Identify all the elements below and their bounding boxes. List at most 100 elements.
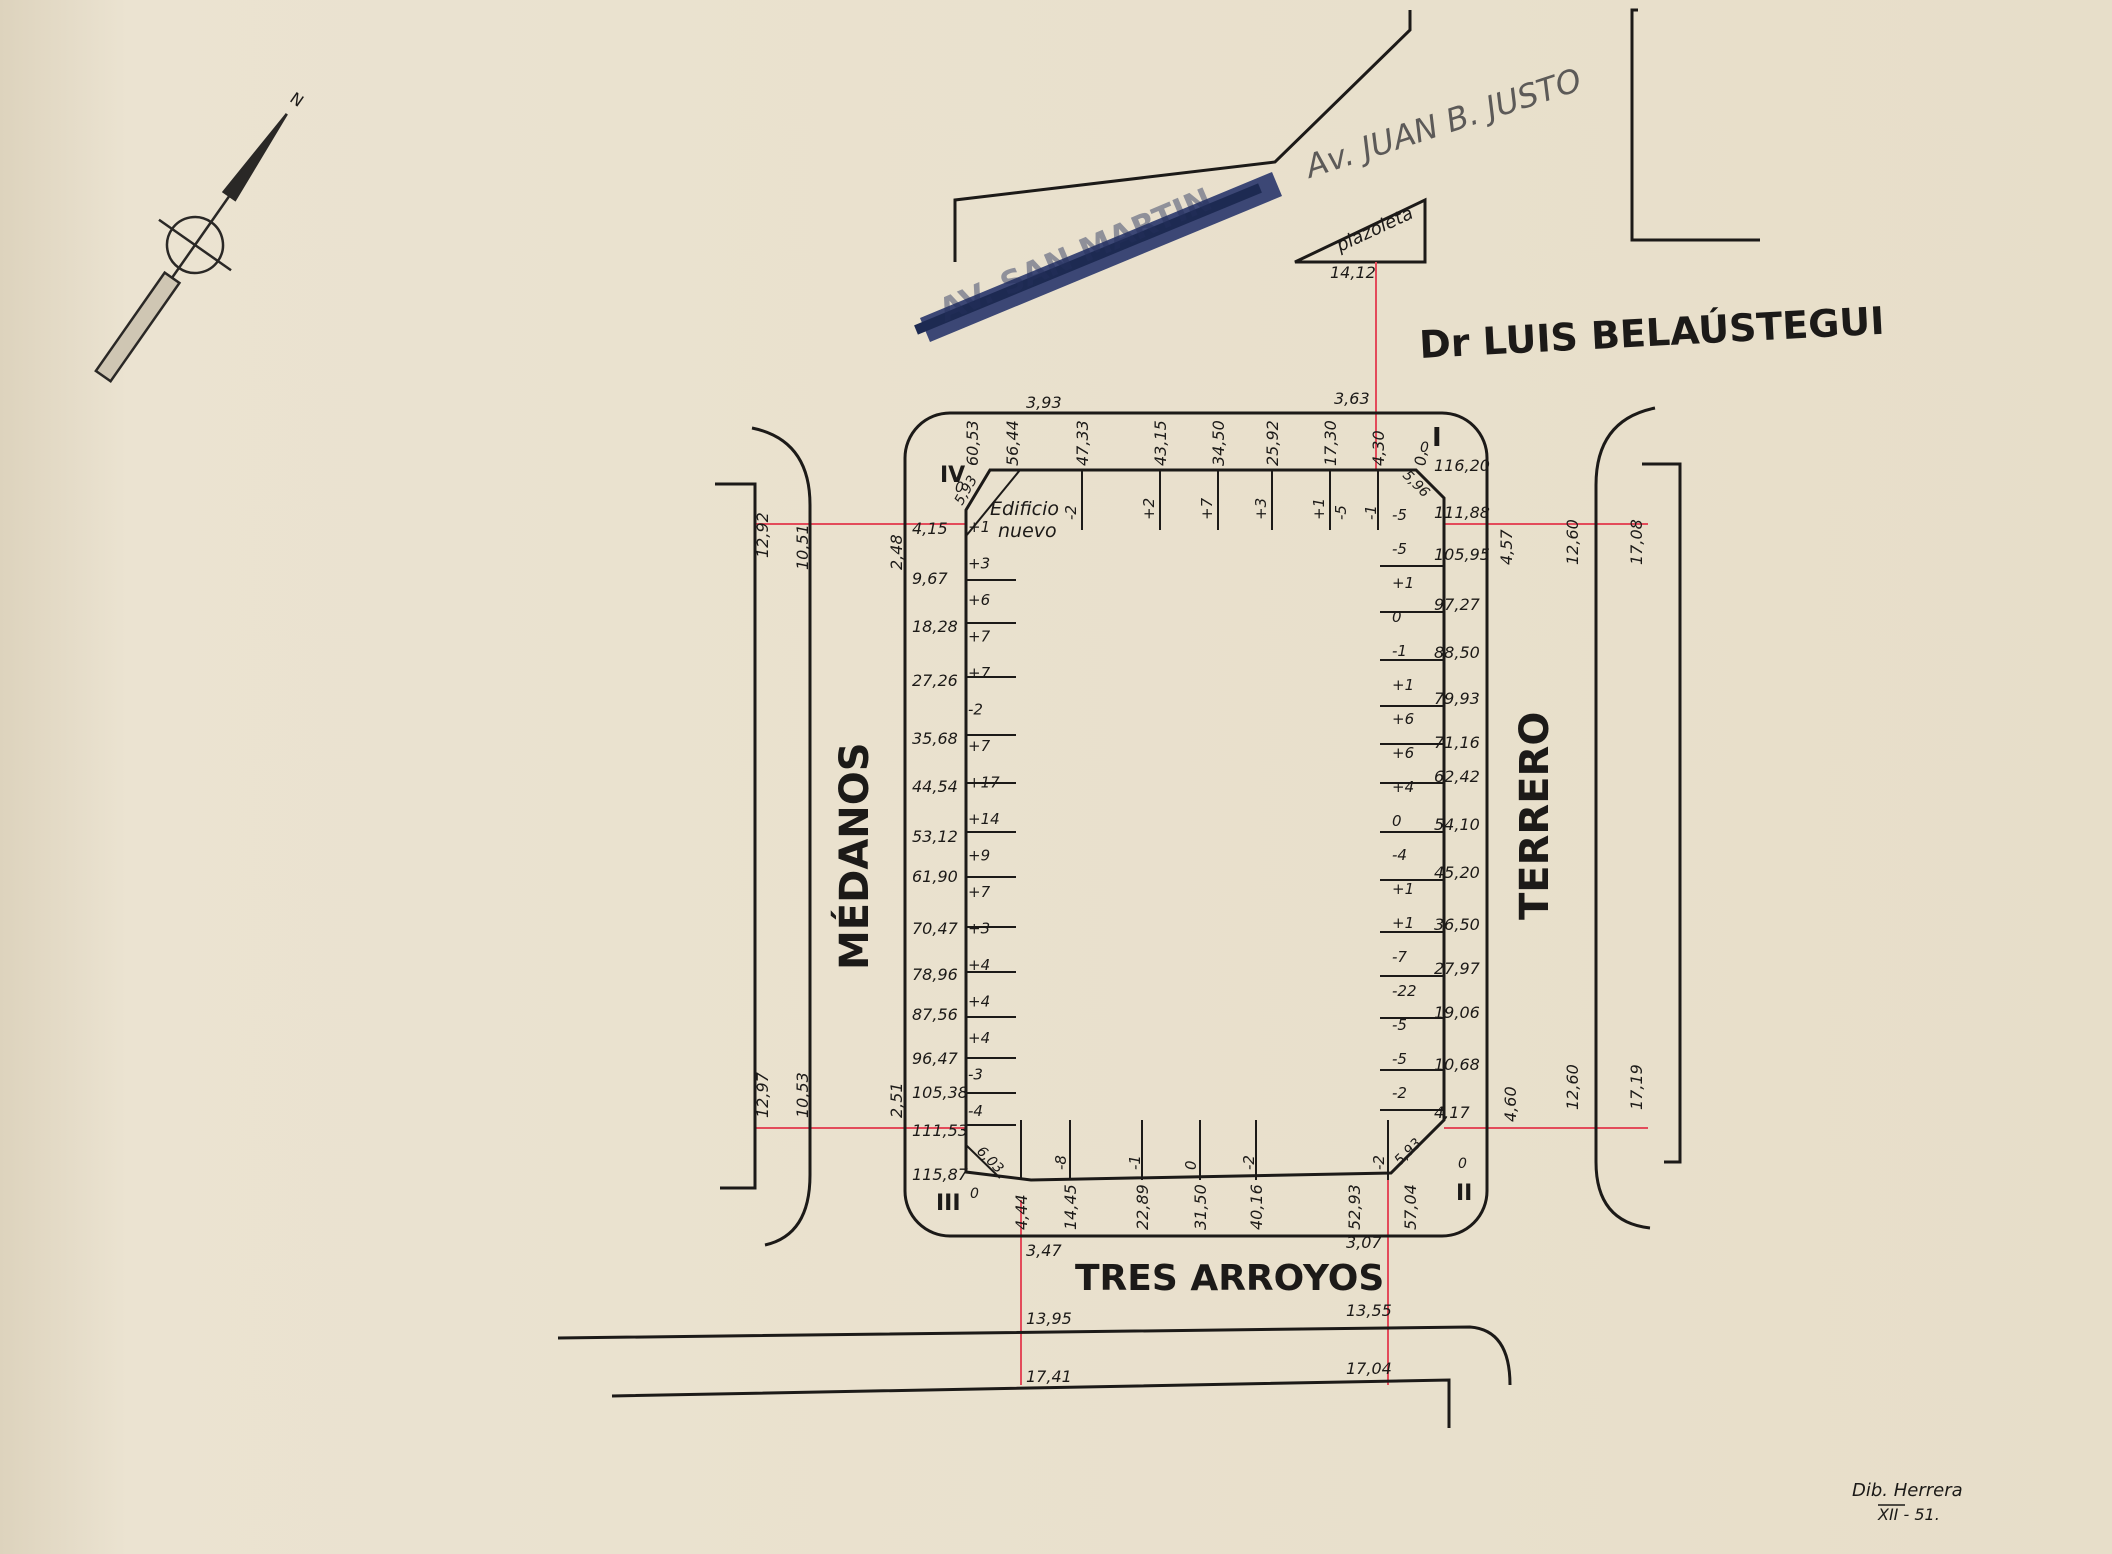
draftsman-signature: Dib. Herrera: [1852, 1480, 1963, 1501]
width-label: 3,47: [1026, 1241, 1062, 1260]
bottom-level-label: -2: [1240, 1155, 1258, 1170]
width-label: 12,60: [1563, 1064, 1582, 1110]
right-distance-label: 45,20: [1434, 863, 1480, 882]
street-label-south: TRES ARROYOS: [1075, 1258, 1384, 1299]
left-distance-label: 53,12: [912, 827, 958, 846]
left-distance-label: 70,47: [912, 919, 959, 938]
left-level-label: +7: [968, 628, 991, 646]
right-level-label: -5: [1392, 1016, 1407, 1034]
left-distance-label: 9,67: [912, 569, 948, 588]
side-street-outlines: [557, 406, 1682, 1428]
left-level-label: +4: [968, 956, 990, 974]
top-level-label: -5: [1332, 505, 1350, 520]
top-distance-label: 25,92: [1263, 420, 1282, 466]
bottom-distance-label: 22,89: [1133, 1184, 1152, 1230]
bottom-level-label: -1: [1126, 1155, 1144, 1170]
left-level-label: -3: [968, 1066, 983, 1084]
north-arrow-icon: N: [94, 88, 307, 383]
right-distance-label: 36,50: [1434, 915, 1480, 934]
top-distance-label: 56,44: [1003, 420, 1022, 466]
left-distance-label: 111,53: [912, 1121, 968, 1140]
corner-label-IV: IV: [940, 463, 965, 488]
right-distance-label: 19,06: [1434, 1003, 1480, 1022]
right-level-label: -1: [1392, 642, 1407, 660]
top-distance-label: 34,50: [1209, 420, 1228, 466]
right-distance-label: 111,88: [1434, 503, 1490, 522]
left-distance-label: 87,56: [912, 1005, 958, 1024]
right-level-label: +1: [1392, 676, 1414, 694]
top-distance-label: 47,33: [1073, 420, 1092, 466]
left-distance-label: 35,68: [912, 729, 958, 748]
corner-zero-IV: 0: [955, 480, 964, 496]
top-distance-label: 43,15: [1151, 420, 1170, 466]
left-level-label: +1: [968, 518, 990, 536]
width-label: 2,51: [887, 1082, 906, 1118]
top-level-label: +2: [1140, 498, 1158, 520]
lot-boundary-ticks: [966, 470, 1444, 1180]
bottom-level-label: 0: [1182, 1160, 1200, 1170]
width-label: 12,97: [753, 1071, 772, 1118]
building-label-line1: Edificio: [990, 498, 1059, 520]
right-distance-label: 54,10: [1434, 815, 1480, 834]
block-curb: [903, 411, 1489, 1238]
right-distance-label: 79,93: [1434, 689, 1480, 708]
right-distance-label: 116,20: [1434, 456, 1490, 475]
left-distance-label: 78,96: [912, 965, 958, 984]
width-label: 13,55: [1346, 1301, 1392, 1320]
right-distance-label: 97,27: [1434, 595, 1481, 614]
width-label: 3,07: [1346, 1233, 1382, 1252]
right-level-label: -5: [1392, 1050, 1407, 1068]
width-label: 17,08: [1627, 519, 1646, 565]
right-level-label: -5: [1392, 506, 1407, 524]
bottom-distance-label: 57,04: [1401, 1184, 1420, 1230]
bottom-distance-label: 14,45: [1061, 1184, 1080, 1230]
width-label: 3,63: [1334, 389, 1370, 408]
right-level-label: 0: [1392, 608, 1402, 626]
top-distance-label: 17,30: [1321, 420, 1340, 466]
right-distance-label: 62,42: [1434, 767, 1480, 786]
right-distance-label: 105,95: [1434, 545, 1490, 564]
left-level-label: +6: [968, 591, 990, 609]
left-distance-label: 4,15: [912, 519, 948, 538]
right-level-label: -4: [1392, 846, 1407, 864]
street-label-east: TERRERO: [1512, 712, 1558, 920]
corner-zero-I: 0: [1420, 440, 1429, 456]
right-distance-label: 4,17: [1434, 1103, 1470, 1122]
top-level-label: +3: [1252, 498, 1270, 520]
right-level-label: +4: [1392, 778, 1414, 796]
left-level-label: +4: [968, 1029, 990, 1047]
bottom-level-label: -2: [1370, 1155, 1388, 1170]
width-label: 17,04: [1346, 1359, 1392, 1378]
width-label: 17,41: [1026, 1367, 1072, 1386]
left-level-label: +3: [968, 555, 990, 573]
left-distance-label: 105,38: [912, 1083, 968, 1102]
left-distance-label: 115,87: [912, 1165, 969, 1184]
right-level-label: +1: [1392, 574, 1414, 592]
left-distance-label: 18,28: [912, 617, 958, 636]
width-label: 12,92: [753, 512, 772, 558]
building-diagonal: [965, 469, 1021, 537]
right-distance-label: 27,97: [1434, 959, 1481, 978]
right-level-label: -2: [1392, 1084, 1407, 1102]
top-distance-label: 60,53: [963, 420, 982, 466]
right-distance-label: 10,68: [1434, 1055, 1480, 1074]
width-label: 10,53: [793, 1072, 812, 1118]
left-level-label: +14: [968, 810, 1000, 828]
left-level-label: +17: [968, 774, 1000, 792]
left-level-label: +7: [968, 883, 991, 901]
left-level-label: -4: [968, 1102, 983, 1120]
right-level-label: 0: [1392, 812, 1402, 830]
left-level-label: +4: [968, 993, 990, 1011]
width-label: 14,12: [1330, 263, 1376, 282]
bottom-distance-label: 40,16: [1247, 1184, 1266, 1230]
building-label-line2: nuevo: [998, 520, 1057, 542]
right-level-label: -22: [1392, 982, 1417, 1000]
bottom-distance-label: 31,50: [1191, 1184, 1210, 1230]
left-level-label: +3: [968, 920, 990, 938]
corner-label-III: III: [936, 1191, 961, 1216]
left-distance-label: 27,26: [912, 671, 958, 690]
width-label: 12,60: [1563, 519, 1582, 565]
bottom-distance-label: 4,44: [1012, 1194, 1031, 1230]
top-distance-label: 0,: [1411, 451, 1430, 466]
